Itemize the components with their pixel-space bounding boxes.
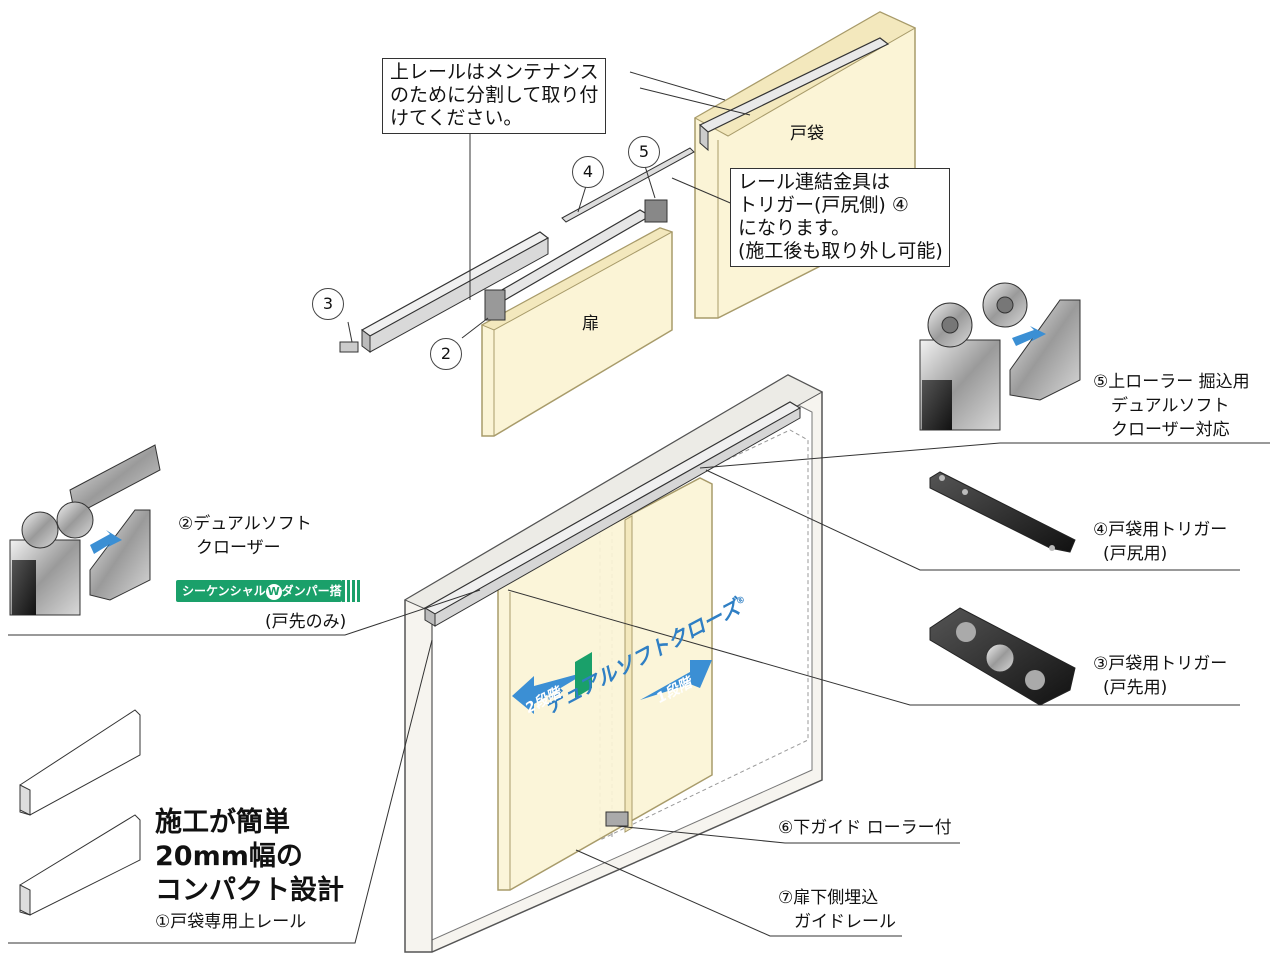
number-4: 4 [572, 156, 604, 188]
rail-segment-left [360, 231, 550, 353]
callout-line: (施工後も取り外し可能) [738, 240, 943, 262]
callout-line: のために分割して取り付 [390, 84, 599, 106]
part-label-7: ⑦扉下側埋込 ガイドレール [778, 886, 896, 934]
callout-rail-connector: レール連結金具は トリガー(戸尻側) ④ になります。 (施工後も取り外し可能) [730, 168, 950, 267]
part-label-2: ②デュアルソフト クローザー [178, 512, 312, 560]
part-label-line: (戸尻用) [1103, 544, 1168, 564]
bottom-guide [605, 811, 629, 827]
callout-line: レール連結金具は [738, 171, 891, 193]
part-label-line: クローザー対応 [1111, 420, 1230, 440]
part-label-line: ⑦扉下側埋込 [778, 888, 879, 908]
callout-line: トリガー(戸尻側) ④ [738, 194, 909, 216]
part-label-line: ②デュアルソフト [178, 514, 312, 534]
part-label-line: デュアルソフト [1111, 396, 1230, 416]
pocket-panel [693, 11, 917, 319]
part-label-6: ⑥下ガイド ローラー付 [778, 816, 952, 840]
part-label-line: (戸先用) [1103, 678, 1168, 698]
small-trigger-part [339, 341, 359, 353]
main-top-rail [423, 401, 802, 627]
rail-segment-middle [484, 199, 668, 321]
callout-line: 上レールはメンテナンス [390, 61, 599, 83]
leader-lines [8, 71, 1270, 944]
badge-text-right: ダンパー搭載 [281, 584, 354, 598]
label-tobira: 扉 [582, 314, 599, 334]
label-tobukuro: 戸袋 [790, 124, 824, 144]
part-label-3: ③戸袋用トリガー (戸先用) [1093, 652, 1227, 700]
number-5: 5 [628, 136, 660, 168]
number-2: 2 [430, 338, 462, 370]
part-label-line: ④戸袋用トリガー [1093, 520, 1228, 540]
part-label-2-note: (戸先のみ) [265, 612, 347, 632]
badge-text-left: シーケンシャル [182, 584, 266, 598]
part-label-line: クローザー [196, 538, 281, 558]
feature-line: 20mm幅の [155, 841, 303, 872]
callout-line: けてください。 [390, 107, 523, 129]
feature-line: 施工が簡単 [155, 807, 290, 838]
part-label-1: ①戸袋専用上レール [155, 912, 307, 932]
rail-connector-bar [561, 147, 695, 223]
number-3: 3 [312, 288, 344, 320]
soft-close-arrows [512, 652, 712, 714]
part-label-line: ⑤上ローラー 掘込用 [1093, 372, 1250, 392]
callout-rail-maintenance: 上レールはメンテナンス のために分割して取り付 けてください。 [382, 58, 606, 134]
part-label-4: ④戸袋用トリガー (戸尻用) [1093, 518, 1227, 566]
part-label-line: ③戸袋用トリガー [1093, 654, 1228, 674]
badge-w-mark: W [265, 584, 282, 600]
feature-line: コンパクト設計 [155, 875, 344, 906]
badge-stripes [342, 580, 362, 602]
part-label-line: ガイドレール [794, 912, 896, 932]
part-label-line: ⑥下ガイド ローラー付 [778, 818, 952, 838]
door-panel-top [480, 227, 674, 437]
door-panel-main [497, 477, 713, 891]
part-label-5: ⑤上ローラー 掘込用 デュアルソフト クローザー対応 [1093, 370, 1250, 442]
feature-heading: 施工が簡単 20mm幅の コンパクト設計 [155, 806, 344, 908]
callout-line: になります。 [738, 217, 851, 239]
